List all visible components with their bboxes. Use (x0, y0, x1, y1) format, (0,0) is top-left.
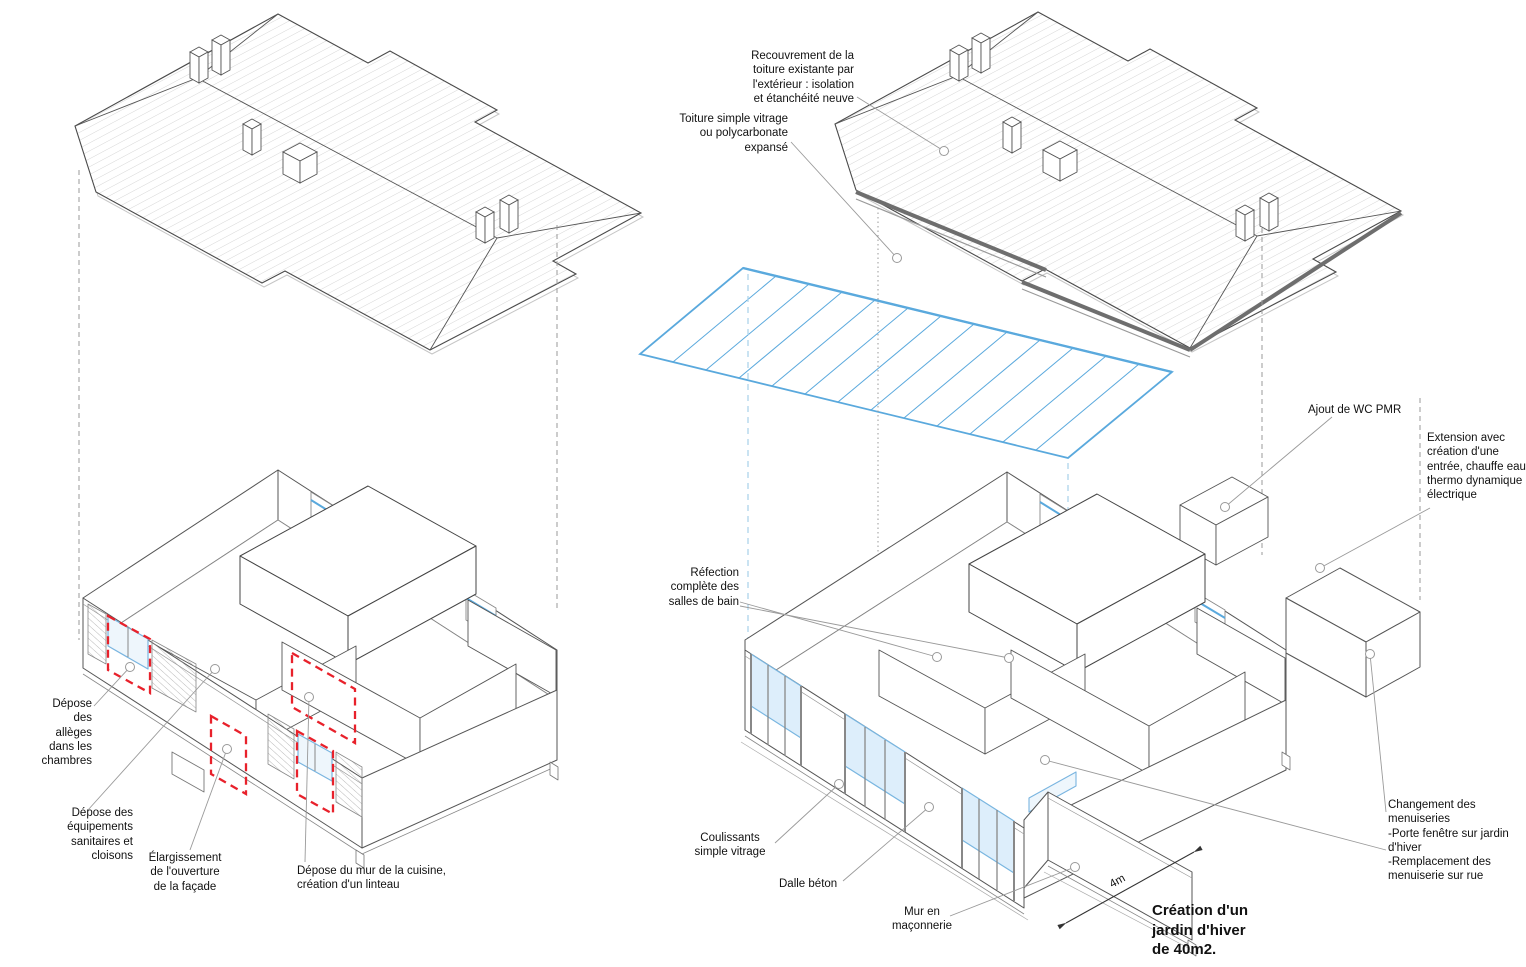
demolition-allege-window (106, 614, 152, 695)
demolition-markers (106, 614, 357, 816)
interior-room-box (239, 485, 477, 665)
left-projection-lines (78, 170, 558, 640)
annotation-mur-maconnerie: Mur en maçonnerie (891, 906, 953, 933)
annotation-menuiseries: Changement des menuiseries -Porte fenêtr… (1388, 799, 1509, 883)
annotation-recouvrement: Recouvrement de la toiture existante par… (751, 50, 854, 105)
sliding-glass-doors (750, 653, 1015, 901)
roof-insulation-edge (855, 190, 1403, 358)
annotation-wc-pmr: Ajout de WC PMR (1308, 404, 1402, 416)
annotation-extension: Extension avec création d'une entrée, ch… (1427, 432, 1526, 501)
annotation-depose-equipements: Dépose des équipements sanitaires et clo… (67, 807, 133, 862)
left-roof (74, 13, 644, 355)
demolition-facade-opening (295, 729, 335, 816)
glass-roof-canopy (638, 266, 1174, 459)
canopy-projection-lines (747, 274, 1069, 656)
annotation-depose-alleges: Dépose des allèges dans les chambres (41, 698, 93, 767)
annotation-dalle-beton: Dalle béton (779, 878, 838, 890)
annotation-mur-cuisine: Dépose du mur de la cuisine, création d'… (297, 865, 446, 892)
annotation-elargissement: Élargissement de l'ouverture de la façad… (148, 852, 222, 893)
annotation-toiture-vitrage: Toiture simple vitrage ou polycarbonate … (679, 113, 788, 154)
extension-volume (1285, 567, 1421, 698)
window-shutters (87, 603, 363, 818)
demolition-mur-cuisine (290, 651, 357, 745)
sw-facade (740, 649, 1029, 921)
annotation-leader-lines (87, 96, 1431, 917)
annotation-refection: Réfection complète des salles de bain (668, 567, 739, 608)
left-floor-plan (82, 469, 559, 869)
right-roof (834, 11, 1404, 358)
interior-room-box-right (968, 493, 1206, 673)
entry-step (171, 751, 205, 793)
jardin-hiver-title: Création d'un jardin d'hiver de 40m2. (1152, 902, 1249, 958)
annotation-coulissants: Coulissants simple vitrage (694, 832, 766, 859)
demolition-sanitaires (209, 714, 248, 796)
